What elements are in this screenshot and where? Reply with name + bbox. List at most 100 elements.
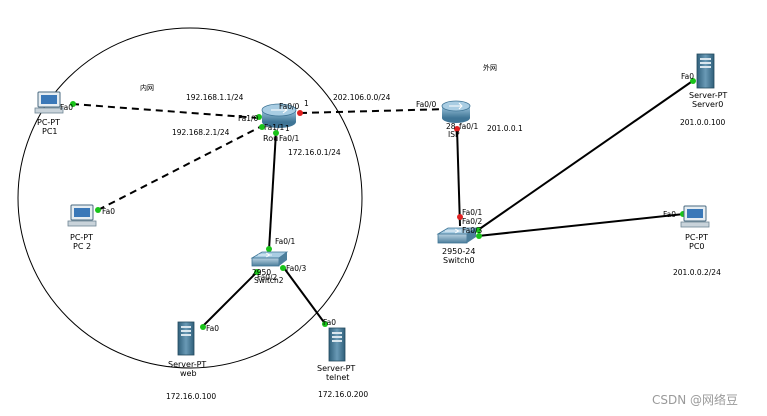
port-label: Fa0 (681, 72, 694, 81)
port-label: Fa0 (206, 324, 219, 333)
port-label: fa0/1 (459, 122, 479, 131)
pc1-type-label: PC-PT (37, 118, 60, 127)
port-dot (95, 207, 101, 213)
port-label: Fa0/3 (286, 264, 307, 273)
web-server-device[interactable]: Server-PT web (168, 321, 206, 378)
ip-label: 201.0.0.2/24 (673, 268, 721, 277)
port-dot (280, 265, 286, 271)
router-name-label: Rou (263, 134, 278, 143)
port-label: Fa0 (102, 207, 115, 216)
server-icon (177, 321, 195, 356)
port-dot (254, 269, 260, 275)
ip-label: 172.16.0.200 (318, 390, 368, 399)
port-label: Fa0/1 (462, 208, 483, 217)
port-dot (690, 78, 696, 84)
port-label: Fa0/2 (257, 273, 278, 282)
link-switch2-telnet (283, 267, 327, 326)
server-icon (696, 53, 715, 89)
port-label: Fa0/0 (416, 100, 437, 109)
link-switch2-web (201, 272, 257, 328)
port-label: Fa0/1 (275, 237, 296, 246)
port-label: Fa0 (663, 210, 676, 219)
port-dot (273, 130, 279, 136)
network-label: 192.168.2.1/24 (172, 128, 230, 137)
outer-network-label: 外网 (483, 63, 497, 72)
pc2-name-label: PC 2 (73, 242, 91, 251)
switch-icon (436, 227, 478, 244)
port-label: 1 (285, 124, 290, 133)
telnet-type-label: Server-PT (317, 364, 355, 373)
telnet-server-device[interactable]: Server-PT telnet (317, 327, 355, 382)
web-type-label: Server-PT (168, 360, 206, 369)
ip-label: 201.0.0.100 (680, 118, 726, 127)
network-label: 201.0.0.1 (487, 124, 523, 133)
port-dot (200, 324, 206, 330)
links (71, 79, 695, 328)
server0-type-label: Server-PT (689, 91, 727, 100)
link-switch0-server0 (477, 79, 695, 231)
pc-icon (680, 205, 710, 228)
port-indicators (70, 78, 696, 330)
port-dot (454, 126, 460, 132)
ip-label: 172.16.0.100 (166, 392, 216, 401)
port-label: Fa0 (60, 103, 73, 112)
link-pc1-router (71, 103, 260, 119)
port-dot (457, 214, 463, 220)
pc0-name-label: PC0 (689, 242, 705, 251)
port-label: Fa1/1 (264, 123, 285, 132)
switch2-model-label: 2950 (252, 268, 271, 277)
port-dot (256, 114, 262, 120)
server0-name-label: Server0 (692, 100, 723, 109)
port-dot (266, 246, 272, 252)
pc0-type-label: PC-PT (685, 233, 708, 242)
server-icon (328, 327, 346, 362)
port-dot (322, 321, 328, 327)
switch0-name-label: Switch0 (443, 256, 475, 265)
port-label: Fa0/1 (279, 134, 300, 143)
pc2-device[interactable]: PC-PT PC 2 (67, 204, 97, 251)
port-label: 1 (304, 99, 309, 108)
isp-name-label: ISP (448, 130, 460, 139)
link-switch0-pc0 (477, 213, 685, 237)
router-icon (441, 100, 471, 123)
link-router-isp (299, 108, 451, 114)
network-label: 202.106.0.0/24 (333, 93, 391, 102)
port-dot (297, 110, 303, 116)
link-router-switch2 (268, 131, 277, 251)
router-device[interactable]: Rou (261, 103, 297, 143)
pc1-name-label: PC1 (42, 127, 58, 136)
switch0-device[interactable]: 2950-24 Switch0 (436, 227, 478, 265)
port-dot (259, 124, 265, 130)
switch-icon (250, 251, 289, 267)
switch0-model-label: 2950-24 (442, 247, 475, 256)
port-label: Fa0 (323, 318, 336, 327)
network-label: 172.16.0.1/24 (288, 148, 341, 157)
watermark: CSDN @网络豆 (652, 392, 738, 407)
server0-device[interactable]: Server-PT Server0 (689, 53, 727, 109)
port-label: Fa1/0 (238, 114, 259, 123)
pc-icon (34, 91, 64, 114)
inner-network-boundary (17, 27, 363, 369)
pc0-device[interactable]: PC-PT PC0 (680, 205, 710, 251)
web-name-label: web (180, 369, 197, 378)
pc-icon (67, 204, 97, 227)
port-label: Fa0/3 (462, 226, 483, 235)
router-icon (261, 103, 297, 128)
pc2-type-label: PC-PT (70, 233, 93, 242)
port-label: Fa0/0 (279, 102, 300, 111)
inner-network-label: 内网 (140, 83, 154, 92)
switch2-name-label: Switch2 (254, 276, 284, 285)
port-dot (475, 227, 481, 233)
switch2-device[interactable]: 2950 Switch2 (250, 251, 289, 285)
isp-model-label: 28 (446, 122, 456, 131)
port-dot (476, 233, 482, 239)
telnet-name-label: telnet (326, 373, 349, 382)
pc1-device[interactable]: PC-PT PC1 (34, 91, 64, 136)
network-label: 192.168.1.1/24 (186, 93, 244, 102)
port-label: Fa0/2 (462, 217, 483, 226)
link-pc2-router (97, 125, 263, 211)
isp-router-device[interactable]: 28 ISP (441, 100, 471, 139)
port-dot (70, 101, 76, 107)
link-isp-switch0 (456, 127, 461, 227)
